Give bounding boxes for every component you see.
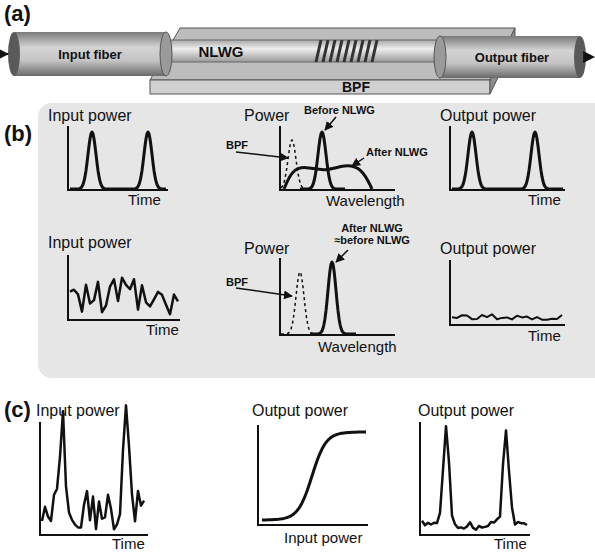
axis-label: Time bbox=[528, 328, 561, 345]
axis-label: Input power bbox=[48, 234, 132, 252]
axis-label: Wavelength bbox=[318, 339, 397, 356]
node-text: Output fiber bbox=[475, 50, 549, 65]
panel-letter: (a) bbox=[4, 2, 31, 26]
output-arrow bbox=[584, 56, 594, 58]
leader-line bbox=[236, 288, 292, 296]
plot-axes bbox=[68, 126, 168, 190]
waveguide-rod bbox=[160, 40, 446, 62]
grating-line bbox=[337, 40, 342, 62]
axis-label: Time bbox=[494, 536, 527, 553]
spectrum bbox=[310, 262, 356, 334]
axis-label: Output power bbox=[440, 240, 536, 258]
transfer-curve bbox=[262, 432, 366, 520]
leader-line bbox=[325, 117, 336, 130]
leader-line bbox=[236, 152, 288, 158]
pulse-train bbox=[452, 132, 563, 189]
axis-label: Output power bbox=[418, 402, 514, 420]
panel-letter: (c) bbox=[4, 398, 31, 422]
plot-axes bbox=[280, 258, 395, 335]
output-fiber-box: Output fiber bbox=[450, 40, 574, 74]
axis-label: Time bbox=[112, 536, 145, 553]
panel-letter: (b) bbox=[4, 122, 32, 146]
axis-label: Time bbox=[128, 192, 161, 209]
axis-label: Wavelength bbox=[326, 193, 405, 210]
node-text: NLWG bbox=[199, 43, 244, 60]
plot-axes bbox=[258, 425, 368, 525]
input-fiber-box: Input fiber bbox=[20, 36, 160, 72]
grating-line bbox=[330, 40, 335, 62]
plot-axes bbox=[450, 260, 565, 325]
input-fiber bbox=[14, 32, 166, 76]
annotation: BPF bbox=[226, 276, 248, 288]
grating-line bbox=[358, 40, 363, 62]
axis-label: Power bbox=[244, 107, 289, 125]
grating-line bbox=[372, 40, 377, 62]
substrate-front bbox=[150, 80, 490, 94]
device bbox=[0, 28, 594, 94]
grating-line bbox=[323, 40, 328, 62]
annotation: Before NLWG bbox=[304, 104, 375, 116]
grating-line bbox=[351, 40, 356, 62]
annotation: After NLWG ≈before NLWG bbox=[324, 222, 420, 246]
filter-curve bbox=[281, 272, 320, 334]
fiber-end bbox=[160, 32, 172, 76]
leader-line bbox=[352, 158, 364, 166]
clean-pulse-train bbox=[422, 426, 527, 530]
annotation: After NLWG bbox=[366, 146, 428, 158]
leader-line bbox=[336, 250, 348, 262]
plots bbox=[40, 117, 565, 535]
axis-label: Output power bbox=[440, 107, 536, 125]
grating bbox=[316, 40, 377, 62]
panel-ground bbox=[38, 103, 595, 378]
node-text: Input fiber bbox=[58, 47, 122, 62]
noisy-pulse-train bbox=[42, 405, 144, 529]
grating-line bbox=[365, 40, 370, 62]
noise-trace bbox=[70, 278, 178, 315]
axis-label: Power bbox=[244, 240, 289, 258]
spectrum-before bbox=[300, 132, 345, 189]
axis-label: Time bbox=[528, 192, 561, 209]
fiber-end bbox=[434, 36, 446, 78]
waveguide-box: NLWG bbox=[176, 41, 266, 61]
grating-line bbox=[344, 40, 349, 62]
pulse-train bbox=[70, 132, 166, 189]
axis-label: Input power bbox=[48, 107, 132, 125]
axis-label: Time bbox=[146, 322, 179, 339]
axis-label: Output power bbox=[252, 402, 348, 420]
grating-line bbox=[316, 40, 321, 62]
plot-axes bbox=[450, 126, 565, 190]
plot-axes bbox=[420, 422, 530, 535]
noise-trace bbox=[452, 314, 562, 319]
fiber-end bbox=[8, 32, 20, 76]
output-fiber bbox=[440, 36, 580, 78]
plot-axes bbox=[68, 255, 180, 320]
spectrum-after bbox=[284, 166, 372, 189]
axis-label: Input power bbox=[36, 402, 120, 420]
input-arrow bbox=[0, 53, 8, 55]
annotation: BPF bbox=[342, 80, 370, 95]
annotation: BPF bbox=[226, 139, 248, 151]
axis-label: Input power bbox=[284, 530, 362, 547]
